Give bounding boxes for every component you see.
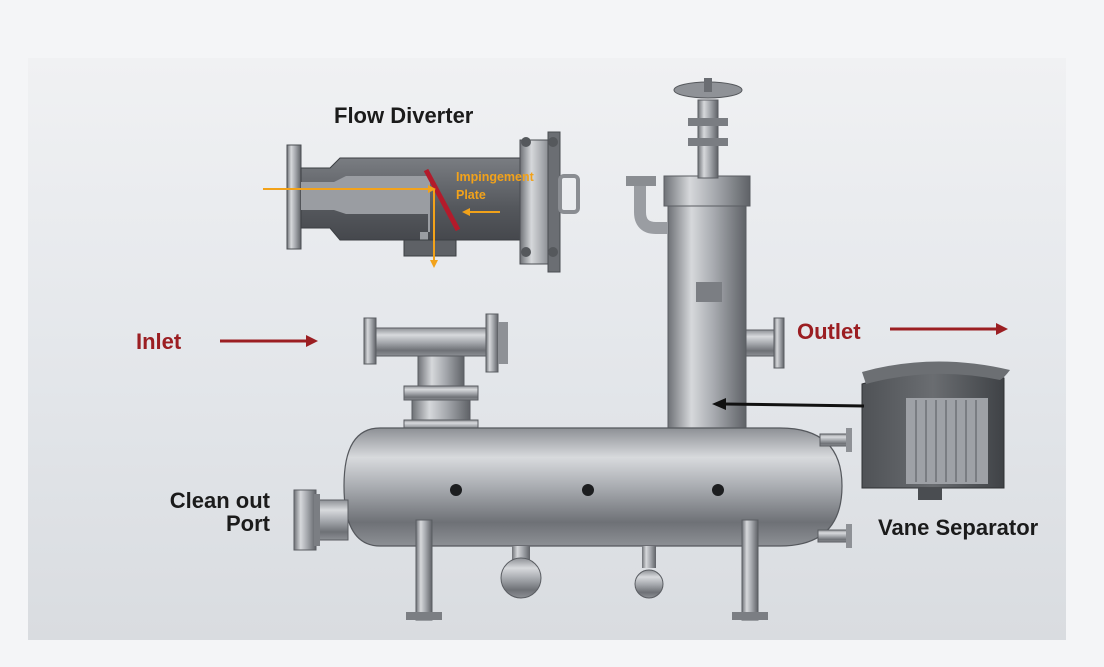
flow-diverter-label: Flow Diverter [334, 103, 474, 128]
horizontal-vessel [293, 427, 852, 621]
outlet-label: Outlet [797, 319, 861, 344]
vane-separator-module [861, 361, 1010, 500]
inlet-label: Inlet [136, 329, 182, 354]
inlet-arrow [220, 335, 318, 347]
outlet-arrow [890, 323, 1008, 335]
clean-out-port-label: Clean out Port [169, 488, 270, 537]
vane-separator-label: Vane Separator [878, 515, 1039, 540]
inlet-tee [363, 313, 508, 433]
impingement-plate-label: Impingement Plate [456, 170, 534, 203]
flow-diverter-cutaway [263, 131, 580, 273]
outlet-column [626, 78, 785, 443]
vane-pointer-arrow [712, 398, 865, 410]
